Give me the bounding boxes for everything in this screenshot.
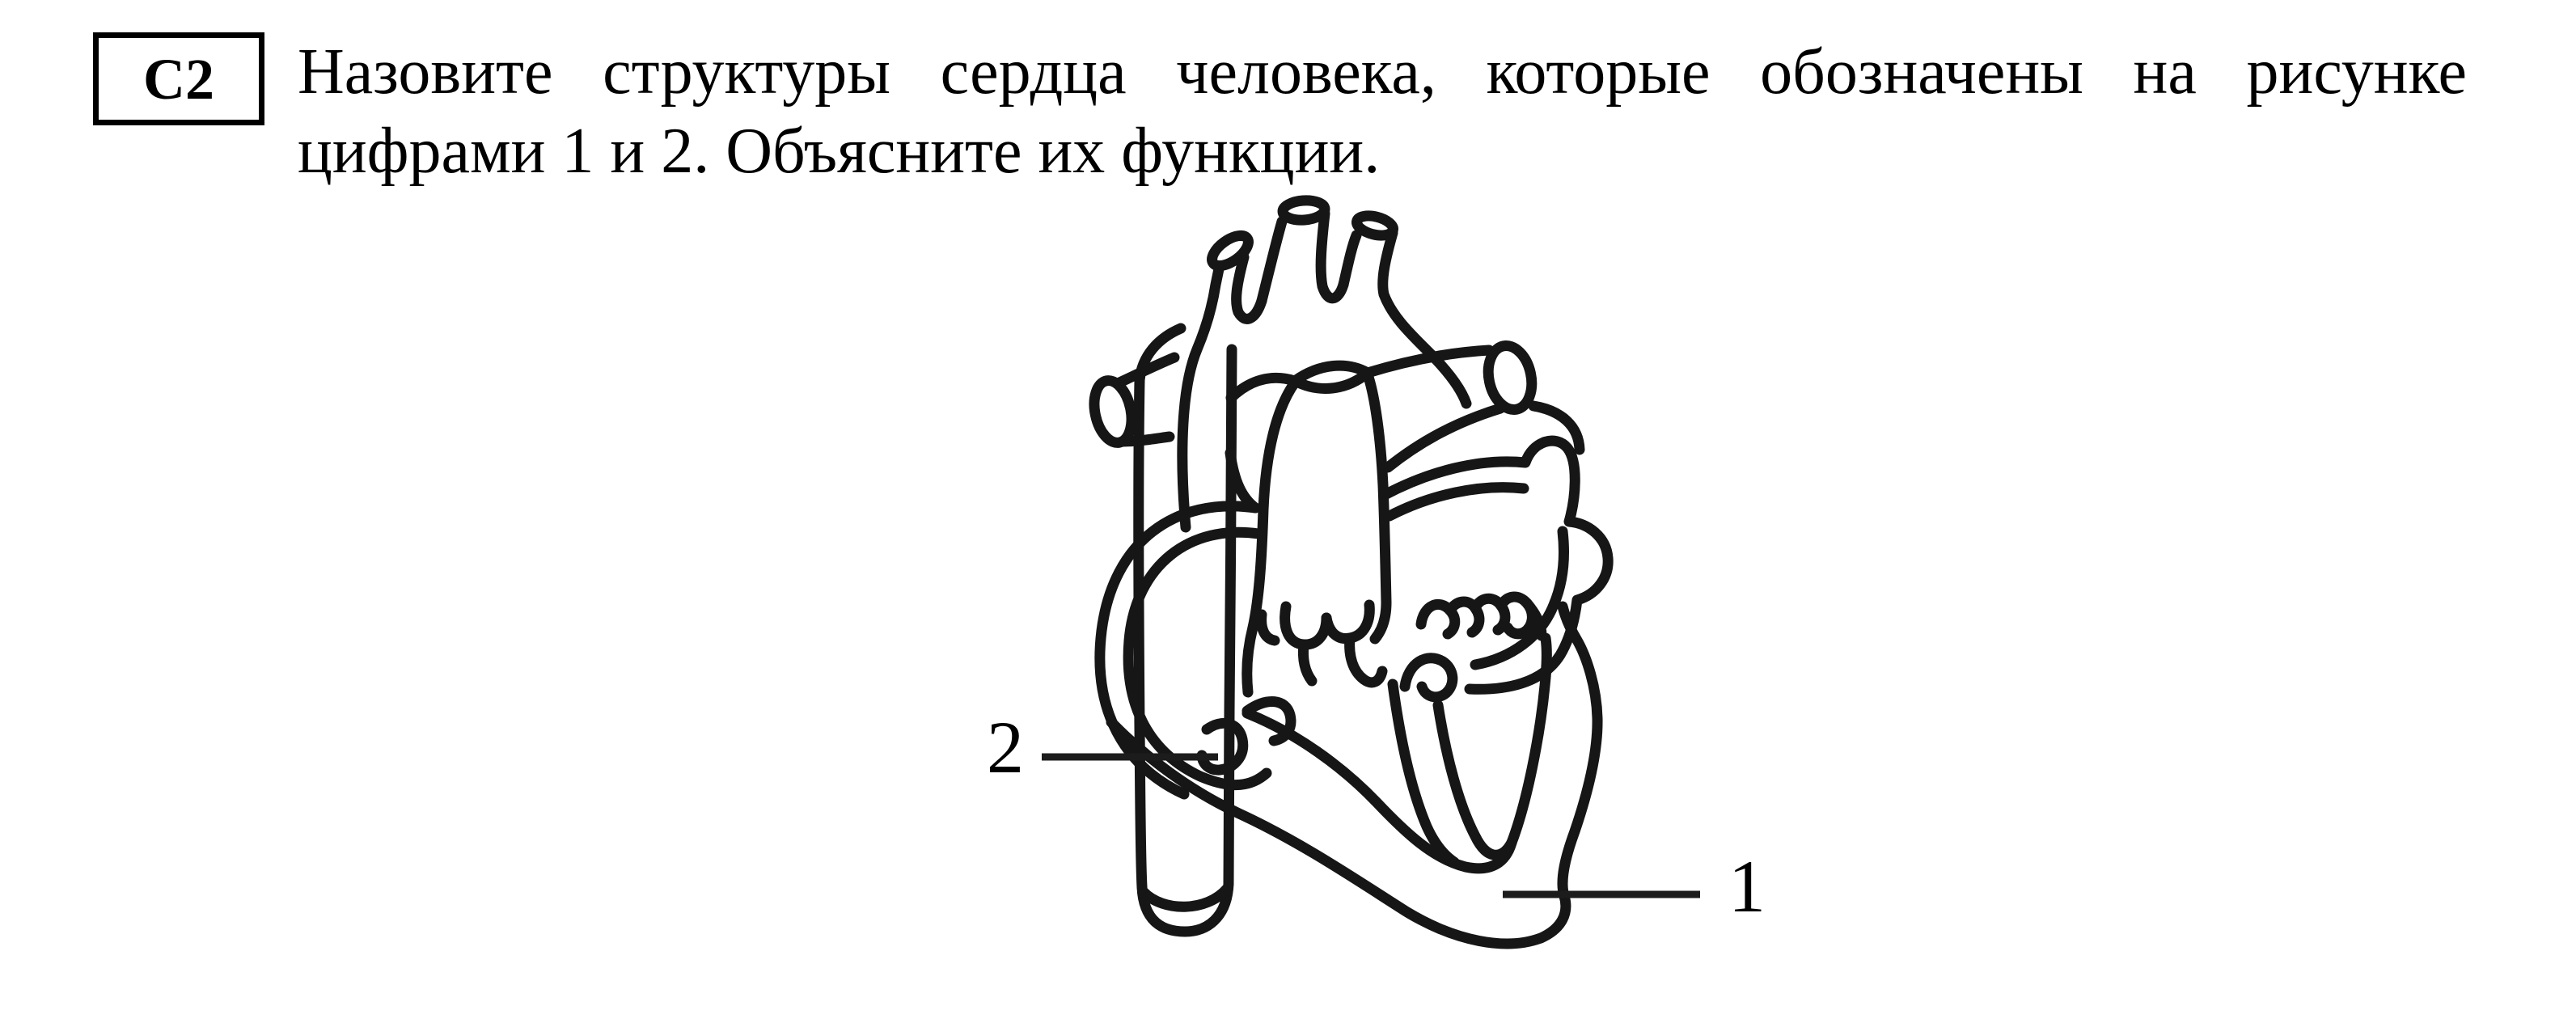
arch-underside — [1225, 372, 1301, 404]
left-atrium-inner-wall — [1384, 482, 1569, 670]
aortic-valve-small-arc — [1256, 609, 1280, 646]
septum-left-edge — [1387, 678, 1460, 868]
tricuspid-valve-curl-a — [1241, 696, 1296, 746]
question-text-line1: Назовите структуры сердца человека, кото… — [298, 36, 2467, 108]
arch-branch2-left-edge — [1256, 216, 1288, 306]
right-pulmonary-artery-arc — [1528, 400, 1585, 455]
aortic-valve-cusp-left — [1280, 601, 1332, 650]
pulmonary-valve-tail — [1521, 598, 1547, 641]
arch-branch2-right-edge — [1315, 208, 1349, 304]
aorta-channel-left — [1241, 377, 1301, 698]
arch-branch3-left-edge — [1338, 230, 1362, 290]
right-atrium-inner-wall — [1123, 526, 1272, 791]
left-atrium-outer-wall — [1379, 435, 1614, 695]
question-text-line2: цифрами 1 и 2. Объясните их функции. — [298, 116, 1381, 187]
pulmonary-trunk-upper-edge — [1362, 345, 1495, 378]
svc-bottom-rim — [1138, 883, 1233, 912]
figure-label-1: 1 — [1728, 845, 1766, 928]
left-ventricle-cavity-left — [1432, 700, 1517, 860]
pulmonary-trunk-opening — [1483, 340, 1538, 415]
svc-left-edge — [1133, 374, 1148, 893]
aortic-valve-stem — [1297, 639, 1318, 687]
question-number: C2 — [143, 46, 214, 112]
aorta-channel-right — [1362, 369, 1392, 645]
ventricle-inner-bottom-wall — [1241, 708, 1517, 874]
arch-branch1-right-edge — [1231, 252, 1267, 324]
svc-top-curve — [1134, 323, 1186, 386]
svc-branch-opening — [1089, 375, 1137, 448]
question-text: Назовите структуры сердца человека, кото… — [298, 32, 2467, 191]
svc-right-edge — [1223, 344, 1237, 890]
heart-outer-wall — [1106, 601, 1603, 949]
mitral-valve-curl — [1399, 653, 1458, 703]
left-ventricle-cavity-right — [1506, 632, 1552, 848]
figure-label-2: 2 — [987, 706, 1024, 788]
aortic-arch-left-edge — [1177, 256, 1226, 533]
question-number-box: C2 — [93, 32, 264, 125]
arch-right-edge — [1377, 227, 1472, 409]
arch-branch2-opening — [1277, 195, 1330, 226]
pulmonary-trunk-lower-edge — [1382, 403, 1506, 473]
arch-branch1-opening — [1207, 230, 1254, 272]
tricuspid-valve-curl-b — [1196, 717, 1249, 776]
pulmonary-trunk-lens-top — [1289, 360, 1373, 387]
pulmonary-trunk-lens-bottom — [1289, 367, 1373, 394]
svc-bottom-outer — [1136, 878, 1234, 937]
aortic-valve-tail-hook — [1344, 632, 1388, 688]
